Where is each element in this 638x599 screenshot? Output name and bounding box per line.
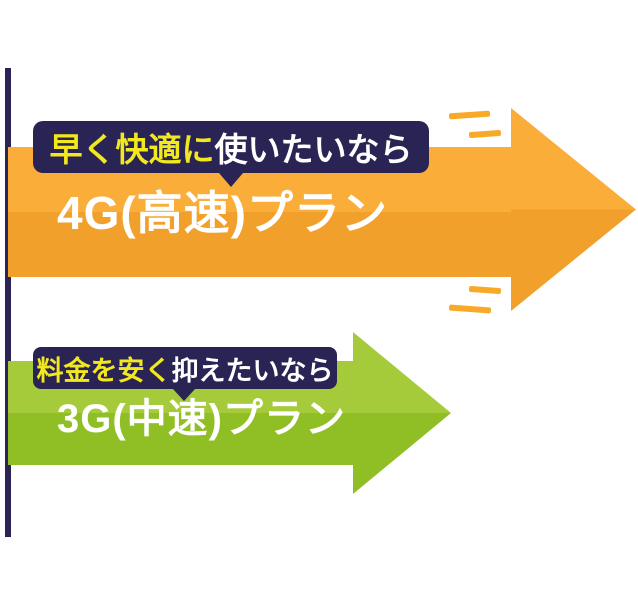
condition-rest-4g: 使いたいなら: [214, 131, 413, 168]
arrow-head-3g-icon: [353, 332, 451, 494]
speed-line-icon: [468, 129, 502, 139]
bubble-tail-icon: [173, 389, 195, 401]
left-accent-bar: [5, 68, 11, 537]
condition-bubble-4g: 早く快適に使いたいなら: [33, 121, 429, 187]
plan-name-4g: 4G(高速)プラン: [57, 187, 388, 239]
condition-highlight-3g: 料金を安く: [36, 355, 172, 386]
arrow-head-4g-icon: [511, 108, 636, 311]
condition-bubble-3g: 料金を安く抑えたいなら: [33, 347, 337, 401]
bubble-tail-icon: [219, 173, 243, 187]
speed-line-icon: [468, 285, 502, 295]
plan-name-3g: 3G(中速)プラン: [57, 397, 346, 441]
condition-highlight-4g: 早く快適に: [49, 131, 215, 168]
speed-line-icon: [448, 304, 492, 314]
speed-line-icon: [448, 110, 491, 120]
condition-rest-3g: 抑えたいなら: [171, 355, 334, 386]
